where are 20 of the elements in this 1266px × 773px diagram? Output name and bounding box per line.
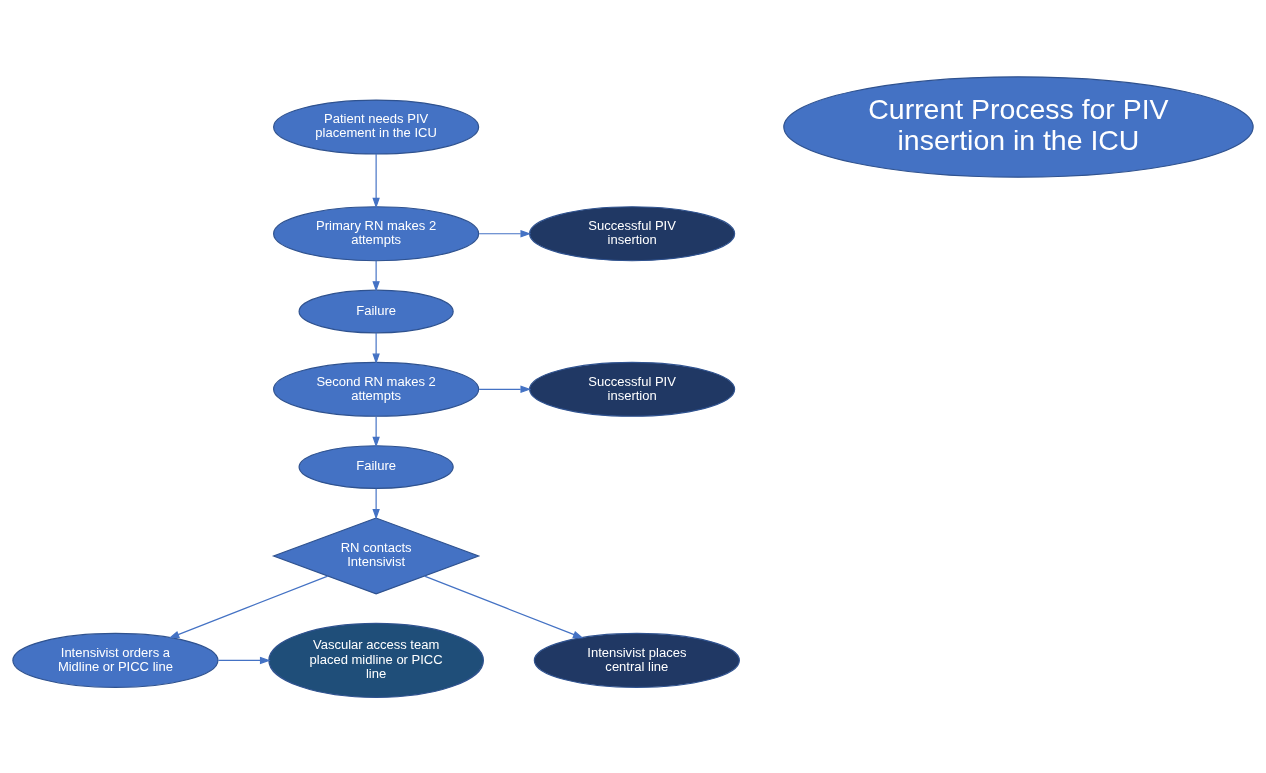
node-ellipse: Vascular access team placed midline or PICC line — [268, 622, 484, 698]
node-ellipse: Primary RN makes 2 attempts — [273, 205, 480, 261]
arrow — [423, 575, 584, 638]
arrow — [217, 656, 271, 664]
arrow — [372, 259, 380, 292]
arrow — [372, 331, 380, 364]
node-ellipse: Patient needs PIV placement in the ICU — [273, 98, 480, 155]
node-ellipse: Successful PIV insertion — [529, 205, 736, 261]
arrow — [478, 385, 532, 393]
arrow — [372, 415, 380, 447]
node-ellipse: Current Process for PIV insertion in the ICU — [783, 75, 1254, 178]
node-ellipse: Successful PIV insertion — [529, 361, 736, 417]
arrow — [168, 575, 329, 638]
node-ellipse: Failure — [298, 289, 454, 333]
arrow — [372, 487, 380, 520]
arrow — [478, 229, 532, 237]
node-ellipse: Failure — [298, 444, 454, 489]
node-ellipse: Second RN makes 2 attempts — [273, 361, 480, 417]
arrow — [372, 152, 380, 208]
node-diamond: RN contacts Intensivist — [271, 516, 481, 594]
